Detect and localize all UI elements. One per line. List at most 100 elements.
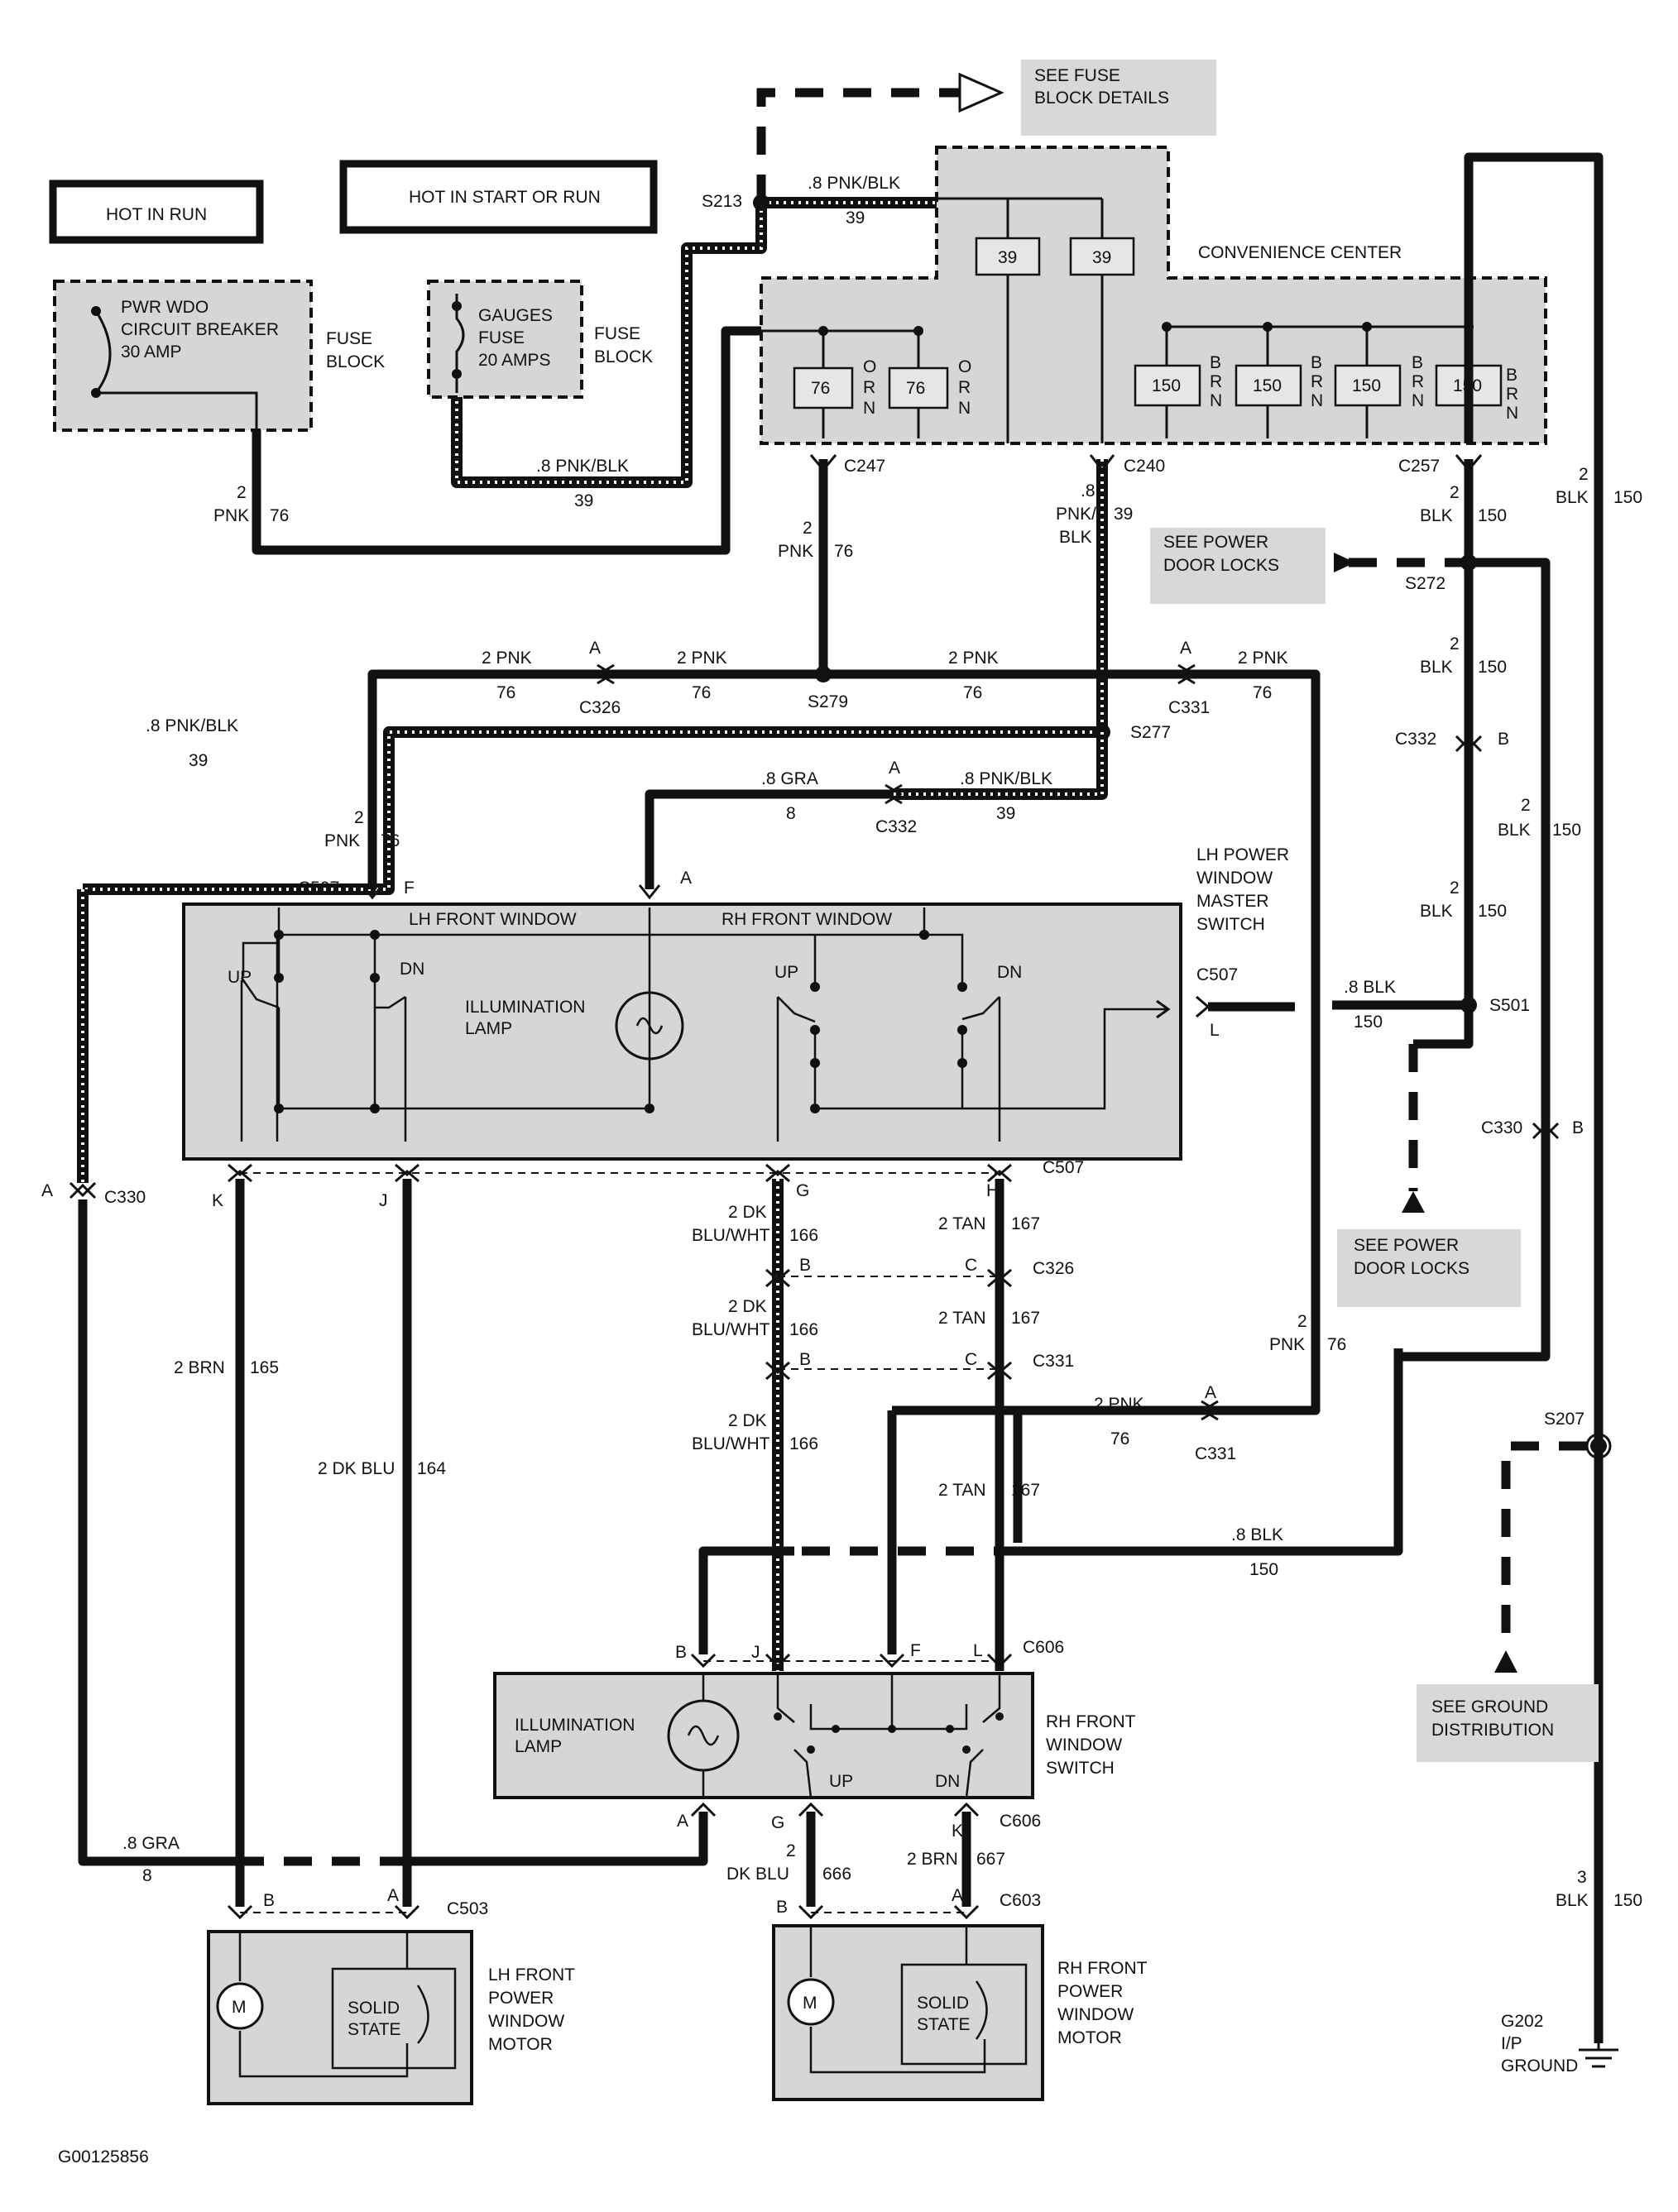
diagram-label: 150 [1249, 1560, 1278, 1579]
diagram-label: 2 TAN [938, 1309, 986, 1328]
diagram-label: C326 [1033, 1259, 1074, 1278]
diagram-label: 166 [789, 1226, 818, 1245]
diagram-label: 150 [1613, 1891, 1642, 1910]
diagram-label: 166 [789, 1434, 818, 1453]
diagram-label: 2 TAN [938, 1214, 986, 1233]
motor-icon [787, 1978, 835, 2026]
diagram-label: 2 PNK [677, 649, 727, 668]
see-power-door-locks-note-top: SEE POWER DOOR LOCKS [1150, 528, 1326, 604]
diagram-label: 2 PNK [1094, 1395, 1144, 1414]
s207-splice [1590, 1438, 1607, 1454]
diagram-label: 167 [1011, 1309, 1040, 1328]
diagram-label: C240 [1124, 457, 1165, 476]
diagram-label: WINDOW [1046, 1736, 1122, 1755]
diagram-label: .8 PNK/BLK [960, 769, 1052, 788]
diagram-label: N [1506, 404, 1518, 423]
diagram-label: R [1311, 372, 1323, 391]
diagram-label: B [1311, 353, 1322, 372]
diagram-label: K [212, 1191, 223, 1210]
diagram-label: BLK [1059, 528, 1092, 547]
motor-icon [216, 1982, 264, 2030]
diagram-label: FUSE [326, 329, 372, 348]
diagram-label: F [910, 1641, 921, 1660]
diagram-label: 667 [976, 1850, 1005, 1869]
hot-in-start-or-run-box: HOT IN START OR RUN [339, 160, 658, 234]
diagram-label: 76 [1110, 1429, 1129, 1448]
diagram-label: B [799, 1256, 811, 1275]
diagram-label: S213 [702, 192, 742, 211]
diagram-label: 2 [1579, 465, 1589, 484]
diagram-label: BLOCK [594, 347, 653, 366]
diagram-label: BLU/WHT [692, 1434, 770, 1453]
diagram-label: R [863, 378, 875, 397]
diagram-label: 39 [846, 208, 865, 227]
diagram-label: 30 AMP [121, 342, 182, 361]
diagram-label: .8 PNK/BLK [146, 716, 238, 735]
diagram-label: 8 [142, 1866, 152, 1885]
diagram-label: R [958, 378, 971, 397]
fuse-block-label-right: FUSE BLOCK [594, 324, 653, 366]
diagram-label: J [751, 1643, 760, 1662]
diagram-label: C503 [447, 1899, 488, 1918]
diagram-label: S207 [1544, 1410, 1585, 1429]
diagram-label: MASTER [1196, 892, 1269, 911]
diagram-label: 2 [786, 1841, 796, 1860]
diagram-label: C330 [104, 1188, 146, 1207]
diagram-label: C330 [1481, 1118, 1522, 1137]
diagram-label: DOOR LOCKS [1163, 556, 1279, 575]
diagram-label: CIRCUIT BREAKER [121, 320, 279, 339]
diagram-label: 2 [1297, 1312, 1307, 1331]
diagram-label: SOLID [348, 1999, 400, 2018]
see-ground-distribution-note: SEE GROUND DISTRIBUTION [1417, 1684, 1599, 1762]
diagram-label: 76 [963, 683, 982, 702]
diagram-label: 39 [1114, 505, 1133, 524]
diagram-label: B [1572, 1118, 1584, 1137]
diagram-label: A [680, 869, 692, 888]
diagram-label: 2 PNK [1238, 649, 1288, 668]
diagram-label: S279 [808, 692, 848, 711]
diagram-label: 3 [1577, 1868, 1587, 1887]
diagram-label: 150 [1613, 488, 1642, 507]
diagram-label: .8 BLK [1231, 1525, 1283, 1544]
diagram-label: 2 PNK [948, 649, 999, 668]
diagram-label: GROUND [1501, 2056, 1578, 2076]
diagram-label: C507 [298, 879, 339, 898]
diagram-label: SEE FUSE [1034, 66, 1120, 85]
diagram-label: .8 BLK [1344, 978, 1396, 997]
diagram-label: WINDOW [488, 2012, 564, 2031]
diagram-label: 167 [1011, 1481, 1040, 1500]
diagram-label: R [1506, 385, 1518, 404]
see-power-door-locks-note-bottom: SEE POWER DOOR LOCKS [1337, 1229, 1521, 1307]
diagram-label: O [863, 357, 876, 376]
diagram-label: LAMP [465, 1019, 512, 1038]
diagram-label: 39 [574, 491, 593, 510]
diagram-label: MOTOR [488, 2035, 553, 2054]
rh-front-power-window-motor: M SOLID STATE RH FRONT POWER WINDOW MOTO… [772, 1924, 1148, 2101]
diagram-label: B [776, 1898, 788, 1917]
diagram-label: 2 DK [728, 1411, 767, 1430]
diagram-label: SWITCH [1046, 1759, 1115, 1778]
diagram-label: POWER [1057, 1982, 1123, 2001]
diagram-label: B [1498, 730, 1509, 749]
diagram-label: C331 [1168, 698, 1210, 717]
diagram-label: FUSE [478, 328, 525, 347]
diagram-label: PNK [1269, 1335, 1305, 1354]
diagram-label: N [1311, 391, 1323, 410]
diagram-label: 150 [1478, 506, 1507, 525]
diagram-label: B [675, 1643, 687, 1662]
gauges-fuse: GAUGES FUSE 20 AMPS [427, 280, 583, 399]
diagram-label: A [41, 1181, 53, 1200]
diagram-label: PNK [213, 506, 249, 525]
diagram-label: 76 [692, 683, 711, 702]
diagram-label: 150 [1152, 376, 1181, 395]
diagram-label: UP [774, 963, 798, 982]
diagram-label: A [589, 639, 601, 658]
diagram-label: 150 [1354, 1013, 1383, 1032]
diagram-label: A [677, 1812, 688, 1831]
diagram-label: S501 [1489, 996, 1530, 1015]
diagram-label: DK BLU [726, 1865, 789, 1884]
lh-power-window-master-switch: LH POWER WINDOW MASTER SWITCH LH FRONT W… [182, 845, 1289, 1161]
diagram-label: 2 BRN [174, 1358, 225, 1377]
diagram-label: 2 DK [728, 1203, 767, 1222]
diagram-label: O [958, 357, 971, 376]
